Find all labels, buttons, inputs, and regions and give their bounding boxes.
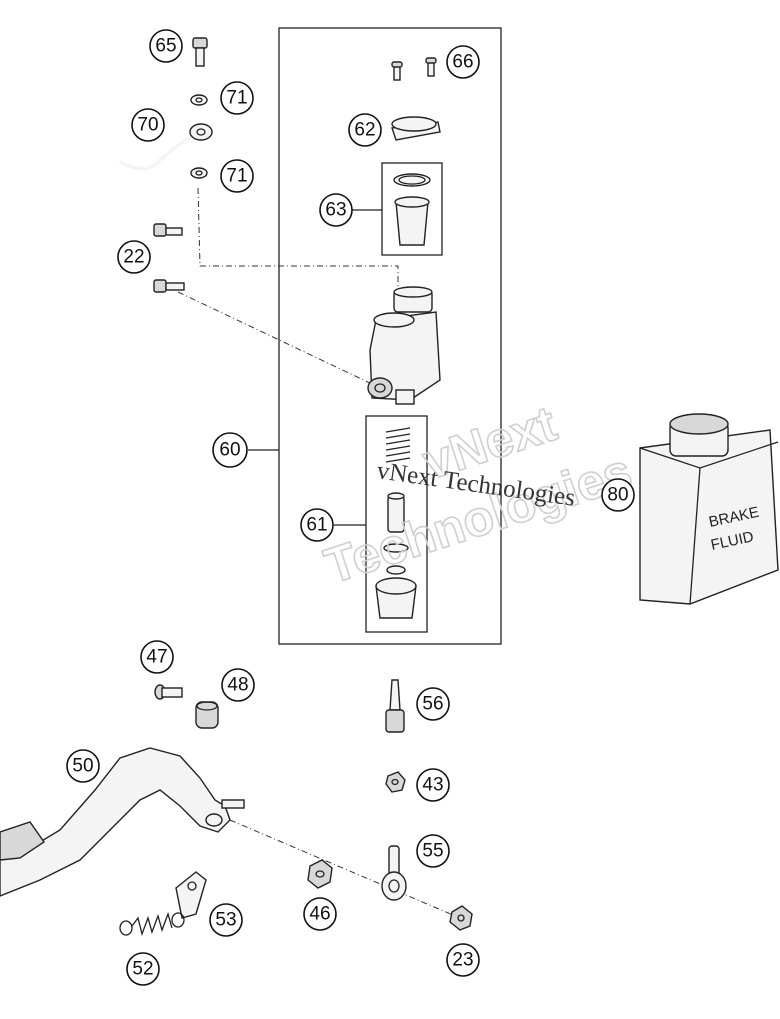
- washer-71-top: [190, 94, 208, 106]
- bolt-22-long: [153, 279, 185, 293]
- callout-22: 22: [117, 240, 151, 274]
- nut-43: [385, 771, 406, 793]
- bleeder-valve-56: [385, 679, 405, 733]
- bushing-48: [195, 701, 219, 729]
- callout-23: 23: [446, 943, 480, 977]
- callout-47: 47: [140, 640, 174, 674]
- callout-62: 62: [348, 113, 382, 147]
- assembly-box-60: [278, 27, 502, 645]
- callout-23-label: 23: [452, 950, 473, 971]
- callout-80: 80: [601, 478, 635, 512]
- plate-53: [175, 871, 207, 919]
- banjo-fitting-55: [381, 845, 407, 901]
- subassembly-box-61: [365, 415, 428, 633]
- callout-65: 65: [149, 29, 183, 63]
- bolt-65: [192, 37, 208, 67]
- piston-kit-61: [375, 427, 417, 619]
- callout-46-label: 46: [309, 904, 330, 925]
- callout-71-top: 71: [220, 81, 254, 115]
- callout-55-label: 55: [422, 841, 443, 862]
- callout-53-label: 53: [215, 910, 236, 931]
- dash-line-71-cylinder: [197, 187, 399, 298]
- nut-46: [307, 859, 333, 889]
- callout-66: 66: [446, 45, 480, 79]
- hose-70: [119, 123, 213, 171]
- master-cylinder-body: [367, 286, 441, 405]
- callout-56-label: 56: [422, 694, 443, 715]
- callout-62-label: 62: [354, 120, 375, 141]
- callout-56: 56: [416, 687, 450, 721]
- brake-fluid-bottle-80: [639, 413, 779, 605]
- callout-50-label: 50: [72, 756, 93, 777]
- subassembly-box-63: [381, 162, 443, 256]
- pin-47: [154, 684, 183, 700]
- callout-48: 48: [221, 668, 255, 702]
- spring-52: [119, 911, 185, 937]
- callout-61: 61: [300, 508, 334, 542]
- callout-70: 70: [131, 108, 165, 142]
- callout-70-label: 70: [137, 115, 158, 136]
- callout-63: 63: [319, 193, 353, 227]
- callout-60: 60: [212, 432, 248, 468]
- callout-80-label: 80: [607, 485, 628, 506]
- callout-63-label: 63: [325, 200, 346, 221]
- brake-pedal-50: [0, 747, 245, 897]
- washer-71-bottom: [190, 167, 208, 179]
- callout-60-label: 60: [219, 440, 240, 461]
- reservoir-cap-62: [391, 116, 441, 141]
- washer-71-top-hole: [195, 97, 203, 103]
- dash-line-pedal-23: [229, 819, 461, 919]
- callout-50: 50: [66, 749, 100, 783]
- callout-48-label: 48: [227, 675, 248, 696]
- callout-66-label: 66: [452, 52, 473, 73]
- nut-23: [449, 905, 473, 931]
- callout-22-label: 22: [123, 247, 144, 268]
- screws-66: [391, 57, 437, 81]
- filter-insert-63: [393, 173, 431, 246]
- callout-43-label: 43: [422, 775, 443, 796]
- callout-71-top-label: 71: [226, 88, 247, 109]
- callout-47-label: 47: [146, 647, 167, 668]
- callout-55: 55: [416, 834, 450, 868]
- dash-line-22-cylinder: [177, 291, 373, 385]
- callout-71-bottom-label: 71: [226, 166, 247, 187]
- bolt-22-short: [153, 223, 183, 237]
- callout-71-bottom: 71: [220, 159, 254, 193]
- callout-65-label: 65: [155, 36, 176, 57]
- callout-53: 53: [209, 903, 243, 937]
- callout-46: 46: [303, 897, 337, 931]
- callout-61-label: 61: [306, 515, 327, 536]
- callout-52-label: 52: [132, 959, 153, 980]
- callout-43: 43: [416, 768, 450, 802]
- washer-71-bottom-hole: [195, 170, 203, 176]
- callout-52: 52: [126, 952, 160, 986]
